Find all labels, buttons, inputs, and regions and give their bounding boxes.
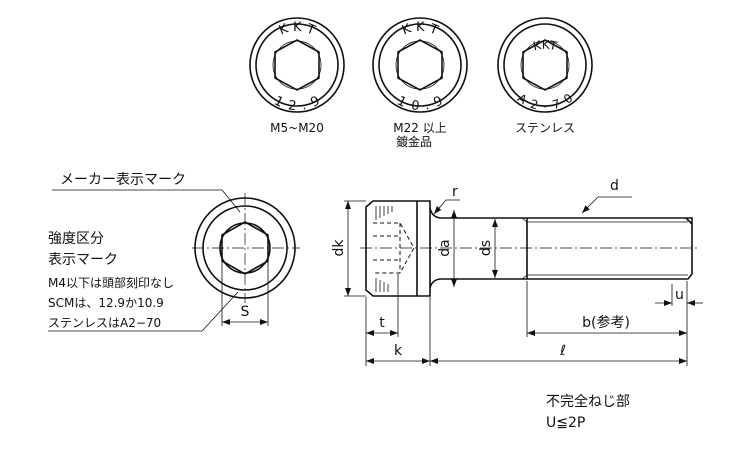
head-mark-10-9: K K T 1 0 . 9 M22 以上 鍍金品 [372, 17, 468, 149]
u-label: u [675, 287, 684, 303]
caption: ステンレス [515, 121, 575, 135]
footnote: U≦2P [546, 415, 585, 431]
svg-text:KKT: KKT [532, 38, 559, 54]
t-label: t [379, 315, 385, 331]
svg-text:K K T: K K T [277, 20, 317, 39]
d-label: d [610, 178, 619, 194]
da-label: da [437, 239, 453, 256]
b-label: b(参考) [582, 314, 630, 331]
caption: M5~M20 [270, 121, 324, 135]
r-label: r [452, 184, 458, 200]
svg-text:1 2 . 9: 1 2 . 9 [272, 94, 323, 115]
svg-text:A 2 - 7 0: A 2 - 7 0 [515, 91, 575, 113]
dk-label: dk [331, 239, 347, 257]
ds-label: ds [478, 240, 494, 256]
note: ステンレスはA2−70 [48, 316, 161, 330]
k-label: k [394, 343, 403, 359]
grade-label: 強度区分 [48, 231, 104, 247]
caption: M22 以上 [393, 121, 446, 135]
side-view: dk da ds r d u b(参考) t k ℓ [331, 178, 703, 366]
note: SCMは、12.9か10.9 [48, 296, 164, 310]
l-label: ℓ [559, 343, 566, 359]
s-label: S [241, 304, 250, 320]
end-view: S メーカー表示マーク 強度区分 表示マーク M4以下は頭部刻印なし SCMは、… [48, 172, 300, 332]
note: M4以下は頭部刻印なし [48, 275, 174, 290]
svg-text:1 0 . 9: 1 0 . 9 [395, 94, 446, 115]
grade-label: 表示マーク [48, 252, 118, 268]
head-mark-12-9: K K T 1 2 . 9 M5~M20 [249, 17, 345, 135]
svg-text:K K T: K K T [400, 20, 440, 39]
maker-mark-label: メーカー表示マーク [60, 172, 186, 188]
caption: 鍍金品 [396, 134, 432, 149]
head-mark-a2-70: KKT A 2 - 7 0 ステンレス [497, 17, 593, 135]
footnote: 不完全ねじ部 [546, 393, 630, 410]
